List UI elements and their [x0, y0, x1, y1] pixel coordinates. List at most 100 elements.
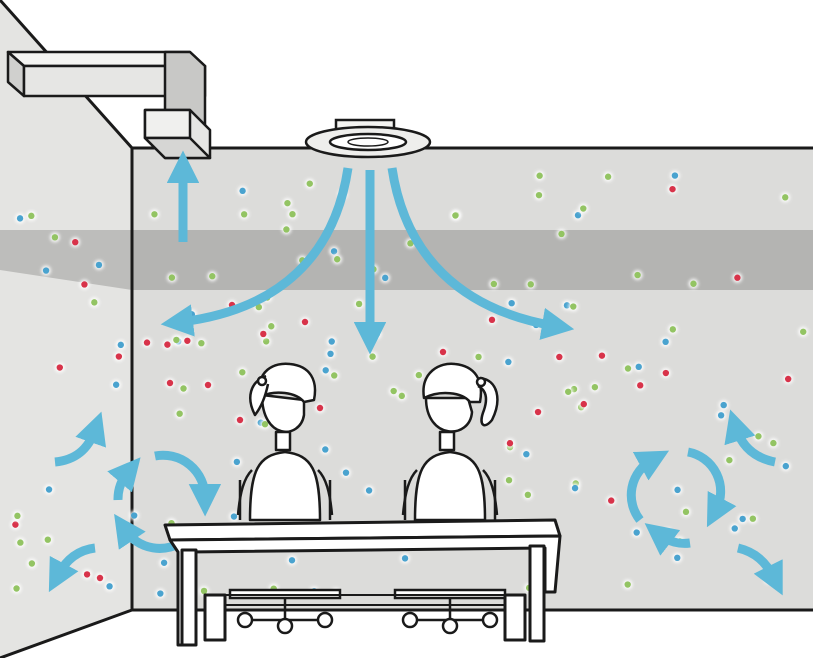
left-wall-band — [0, 230, 132, 290]
particle-icon — [333, 256, 341, 263]
girl-figure-icon — [236, 362, 334, 522]
particle-icon — [591, 383, 599, 391]
particle-icon — [151, 211, 158, 218]
particle-icon — [236, 416, 244, 424]
particle-icon — [749, 515, 757, 522]
particle-icon — [770, 439, 777, 447]
particle-icon — [168, 274, 176, 281]
particle-icon — [17, 539, 24, 546]
particle-icon — [306, 180, 313, 187]
particle-icon — [117, 341, 125, 349]
circulation-arrow-icon — [48, 543, 96, 593]
particle-icon — [14, 512, 21, 520]
particle-icon — [176, 410, 183, 417]
particle-icon — [527, 281, 534, 288]
particle-icon — [180, 385, 187, 392]
particle-icon — [739, 515, 746, 523]
particle-icon — [289, 210, 296, 218]
particle-icon — [608, 497, 615, 504]
particle-icon — [800, 328, 807, 335]
particle-icon — [635, 363, 642, 371]
particle-icon — [369, 353, 376, 360]
floor — [0, 610, 813, 658]
particle-icon — [674, 554, 681, 562]
particle-icon — [12, 521, 19, 528]
particle-icon — [508, 299, 515, 307]
particle-icon — [173, 336, 180, 344]
particle-icon — [96, 574, 104, 582]
particle-icon — [598, 352, 606, 359]
ceiling-vent-icon — [304, 118, 432, 159]
particle-icon — [731, 525, 738, 532]
particle-icon — [95, 261, 103, 269]
particle-icon — [475, 353, 482, 361]
particle-icon — [633, 529, 640, 536]
particle-icon — [682, 508, 690, 516]
particle-icon — [452, 212, 459, 219]
particle-icon — [662, 338, 669, 346]
particle-icon — [564, 388, 572, 395]
desk-icon — [163, 518, 562, 647]
particle-icon — [91, 299, 98, 306]
particle-icon — [262, 338, 270, 345]
circulation-arrow-icon — [54, 411, 107, 467]
particle-icon — [131, 512, 138, 519]
particle-icon — [726, 456, 733, 464]
particle-icon — [28, 560, 36, 567]
particle-icon — [390, 387, 397, 395]
particle-icon — [784, 375, 792, 383]
particle-icon — [83, 571, 91, 578]
particle-icon — [56, 364, 63, 371]
particle-icon — [240, 211, 248, 218]
particle-icon — [734, 274, 741, 281]
particle-icon — [401, 555, 409, 562]
particle-icon — [28, 212, 35, 220]
particle-icon — [283, 226, 290, 233]
circulation-arrow-icon — [107, 457, 141, 501]
particle-icon — [671, 172, 679, 179]
particle-icon — [570, 303, 577, 310]
particle-icon — [42, 267, 50, 274]
particle-icon — [112, 381, 120, 388]
airflow-arrows — [48, 150, 783, 596]
circulation-arrow-icon — [154, 450, 222, 517]
particle-icon — [505, 476, 513, 484]
circulation-arrow-icon — [736, 543, 783, 596]
particle-icon — [200, 587, 208, 595]
particle-icon — [204, 381, 212, 389]
particle-icon — [322, 446, 329, 453]
particle-icon — [342, 469, 350, 476]
particle-icon — [674, 486, 681, 494]
particle-icon — [624, 365, 632, 372]
particle-icon — [355, 300, 363, 308]
particle-icon — [505, 358, 512, 366]
particle-icon — [782, 462, 790, 470]
particle-icon — [506, 440, 514, 447]
particle-icon — [524, 491, 532, 499]
airflow-arrow-icon — [160, 167, 353, 337]
particle-icon — [51, 234, 59, 241]
left-wall — [0, 0, 132, 658]
particle-icon — [534, 408, 542, 416]
particle-icon — [490, 280, 498, 288]
particle-icon — [45, 486, 53, 493]
particle-icon — [157, 590, 164, 597]
particle-icon — [782, 194, 789, 201]
particle-icon — [255, 303, 263, 311]
particle-icon — [604, 173, 612, 180]
particle-icon — [571, 484, 579, 492]
particle-icon — [209, 273, 216, 280]
particle-icon — [536, 172, 543, 179]
particle-icon — [365, 487, 373, 494]
particle-icon — [143, 339, 151, 346]
circulation-arrow-icon — [686, 447, 737, 528]
particle-icon — [288, 557, 296, 564]
particle-icon — [331, 372, 338, 379]
particle-icon — [634, 271, 641, 279]
particle-icon — [439, 348, 447, 356]
particle-icon — [184, 337, 191, 344]
particle-icon — [720, 401, 727, 409]
particle-icon — [166, 379, 174, 387]
particle-icon — [488, 316, 496, 324]
particle-icon — [198, 339, 205, 347]
